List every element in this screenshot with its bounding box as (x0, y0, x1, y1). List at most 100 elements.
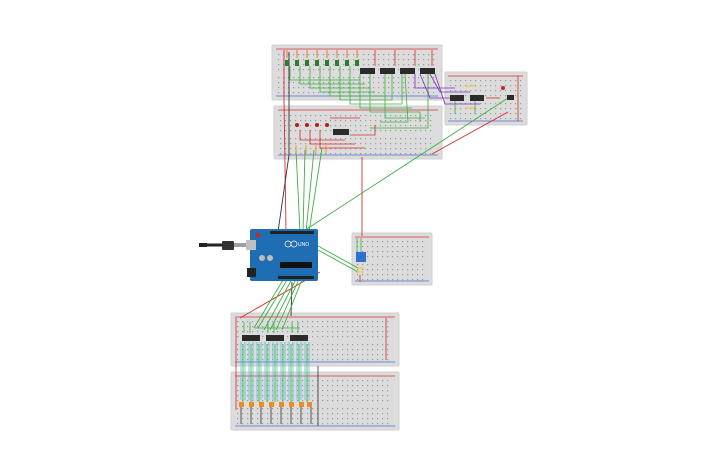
breadboard-hole (470, 118, 472, 120)
breadboard-hole (280, 125, 282, 127)
breadboard-hole (287, 385, 289, 387)
breadboard-hole (495, 95, 497, 97)
reset-button (255, 232, 261, 238)
breadboard-hole (372, 349, 374, 351)
breadboard-hole (382, 418, 384, 420)
breadboard-hole (465, 118, 467, 120)
breadboard-hole (433, 59, 435, 61)
breadboard-hole (375, 120, 377, 122)
breadboard-right[interactable] (444, 71, 528, 126)
breadboard-hole (352, 418, 354, 420)
breadboard-hole (352, 390, 354, 392)
breadboard-hole (385, 115, 387, 117)
breadboard-hole (347, 380, 349, 382)
breadboard-hole (403, 82, 405, 84)
breadboard-hole (357, 336, 359, 338)
breadboard-hole (257, 326, 259, 328)
breadboard-hole (297, 354, 299, 356)
breadboard-hole (403, 92, 405, 94)
breadboard-hole (298, 92, 300, 94)
breadboard-bottom-2[interactable] (230, 371, 400, 431)
breadboard-hole (382, 380, 384, 382)
breadboard-hole (305, 143, 307, 145)
breadboard-hole (370, 115, 372, 117)
breadboard-hole (387, 269, 389, 271)
breadboard-hole (252, 418, 254, 420)
breadboard-hole (412, 269, 414, 271)
breadboard-hole (372, 390, 374, 392)
breadboard-hole (267, 400, 269, 402)
breadboard-hole (373, 77, 375, 79)
breadboard-hole (360, 120, 362, 122)
breadboard-hole (375, 125, 377, 127)
breadboard-hole (362, 359, 364, 361)
breadboard-hole (278, 59, 280, 61)
breadboard-hole (357, 385, 359, 387)
breadboard-hole (515, 118, 517, 120)
breadboard-hole (262, 385, 264, 387)
breadboard-hole (377, 246, 379, 248)
breadboard-hole (327, 395, 329, 397)
breadboard-hole (385, 143, 387, 145)
breadboard-hole (410, 125, 412, 127)
breadboard-hole (332, 400, 334, 402)
breadboard-hole (237, 395, 239, 397)
breadboard-hole (415, 125, 417, 127)
breadboard-middle[interactable] (351, 232, 433, 286)
breadboard-hole (280, 115, 282, 117)
breadboard-hole (515, 103, 517, 105)
breadboard-hole (398, 54, 400, 56)
breadboard-hole (420, 153, 422, 155)
arduino-uno-board[interactable]: UNO (246, 229, 318, 281)
breadboard-hole (237, 380, 239, 382)
breadboard-hole (395, 153, 397, 155)
breadboard-hole (352, 331, 354, 333)
breadboard-hole (352, 423, 354, 425)
breadboard-hole (343, 77, 345, 79)
breadboard-hole (345, 148, 347, 150)
breadboard-hole (332, 390, 334, 392)
breadboard-hole (287, 400, 289, 402)
breadboard-hole (390, 130, 392, 132)
breadboard-hole (330, 153, 332, 155)
breadboard-hole (287, 336, 289, 338)
breadboard-hole (352, 359, 354, 361)
breadboard-hole (382, 385, 384, 387)
breadboard-hole (400, 143, 402, 145)
breadboard-hole (363, 82, 365, 84)
breadboard-hole (393, 77, 395, 79)
breadboard-hole (373, 64, 375, 66)
breadboard-hole (340, 148, 342, 150)
breadboard-hole (390, 153, 392, 155)
breadboard-hole (475, 90, 477, 92)
breadboard-hole (425, 148, 427, 150)
breadboard-hole (383, 87, 385, 89)
breadboard-hole (385, 120, 387, 122)
breadboard-hole (420, 138, 422, 140)
breadboard-hole (320, 120, 322, 122)
breadboard-hole (387, 400, 389, 402)
breadboard-hole (322, 390, 324, 392)
breadboard-hole (330, 138, 332, 140)
breadboard-hole (382, 251, 384, 253)
breadboard-hole (333, 92, 335, 94)
breadboard-hole (377, 349, 379, 351)
breadboard-hole (338, 69, 340, 71)
breadboard-top-2[interactable] (273, 105, 443, 160)
breadboard-hole (262, 390, 264, 392)
breadboard-hole (355, 115, 357, 117)
breadboard-hole (418, 59, 420, 61)
breadboard-hole (372, 418, 374, 420)
breadboard-hole (362, 418, 364, 420)
breadboard-hole (247, 390, 249, 392)
breadboard-hole (247, 413, 249, 415)
breadboard-hole (450, 108, 452, 110)
breadboard-hole (388, 54, 390, 56)
breadboard-hole (362, 279, 364, 281)
breadboard-hole (332, 354, 334, 356)
wire-red (283, 50, 287, 231)
breadboard-hole (332, 336, 334, 338)
breadboard-hole (267, 321, 269, 323)
breadboard-hole (327, 390, 329, 392)
breadboard-hole (322, 413, 324, 415)
